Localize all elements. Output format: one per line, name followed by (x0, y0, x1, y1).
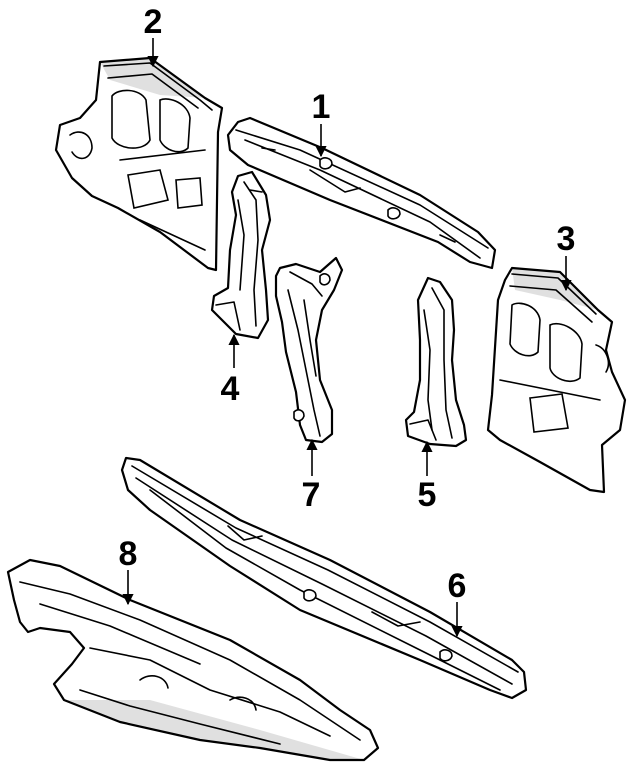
callout-number: 1 (312, 88, 331, 126)
callout-number: 5 (418, 476, 437, 514)
lower-splash-shield (6, 558, 380, 762)
callout-number: 8 (119, 535, 138, 573)
center-hood-lock-brace (274, 256, 344, 444)
callout-number: 7 (302, 476, 321, 514)
left-radiator-support-panel (54, 56, 224, 272)
callout-number: 4 (221, 370, 240, 408)
right-radiator-support-panel (486, 266, 627, 494)
left-support-bracket (210, 170, 272, 340)
callout-number: 2 (144, 3, 163, 41)
lower-tie-bar (120, 456, 528, 700)
upper-tie-bar (226, 116, 497, 270)
right-support-bracket (404, 276, 468, 448)
callout-number: 3 (557, 220, 576, 258)
callout-number: 6 (448, 567, 467, 605)
